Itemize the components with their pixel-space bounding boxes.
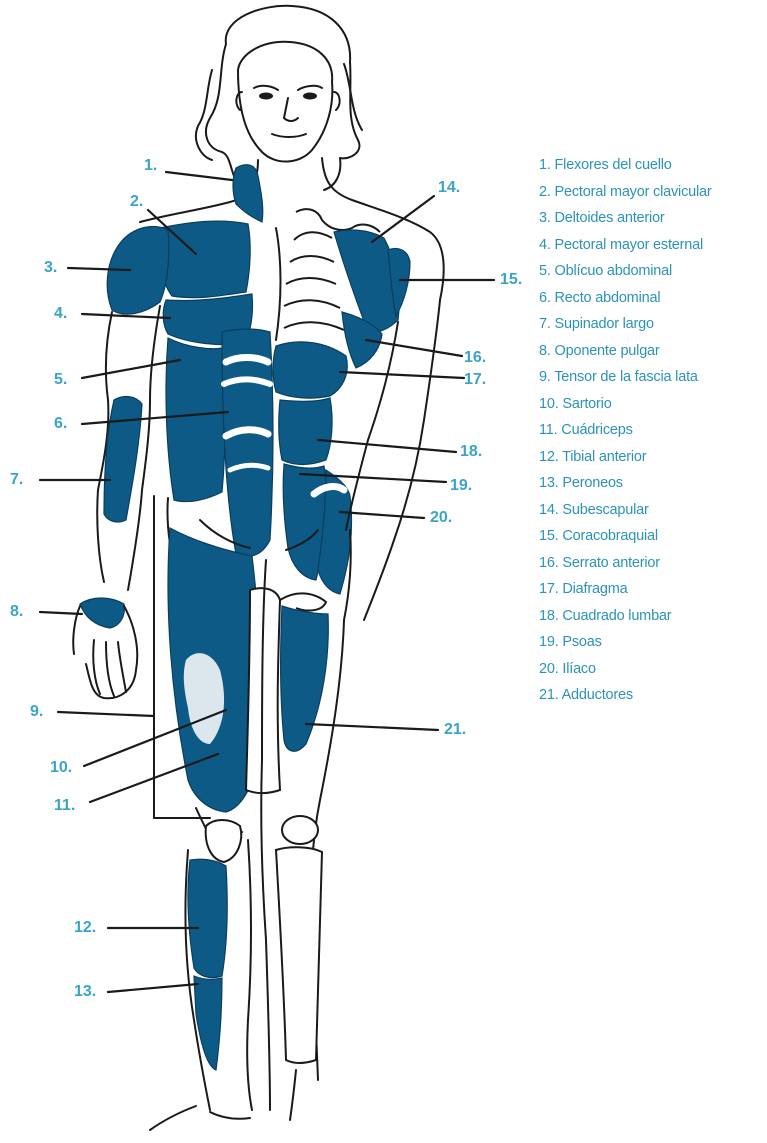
right-leg <box>246 560 344 1120</box>
callout-2: 2. <box>130 193 143 210</box>
legend-item-17: 17. Diafragma <box>539 576 765 603</box>
legend-item-13: 13. Peroneos <box>539 470 765 497</box>
callout-3: 3. <box>44 259 57 276</box>
legend-item-4: 4. Pectoral mayor esternal <box>539 232 765 259</box>
callout-5: 5. <box>54 371 67 388</box>
callout-18: 18. <box>460 443 482 460</box>
callout-1: 1. <box>144 157 157 174</box>
callout-10: 10. <box>50 759 72 776</box>
legend-item-14: 14. Subescapular <box>539 497 765 524</box>
left-arm <box>73 306 160 698</box>
legend-item-15: 15. Coracobraquial <box>539 523 765 550</box>
callout-7: 7. <box>10 471 23 488</box>
callout-12: 12. <box>74 919 96 936</box>
legend-item-2: 2. Pectoral mayor clavicular <box>539 179 765 206</box>
legend-item-12: 12. Tibial anterior <box>539 444 765 471</box>
muscle-legend: 1. Flexores del cuello 2. Pectoral mayor… <box>539 152 765 709</box>
callout-6: 6. <box>54 415 67 432</box>
legend-item-10: 10. Sartorio <box>539 391 765 418</box>
legend-item-8: 8. Oponente pulgar <box>539 338 765 365</box>
callout-11: 11. <box>54 797 75 814</box>
torso-muscles <box>107 209 410 594</box>
legend-item-1: 1. Flexores del cuello <box>539 152 765 179</box>
legend-item-9: 9. Tensor de la fascia lata <box>539 364 765 391</box>
callout-17: 17. <box>464 371 486 388</box>
legend-item-21: 21. Adductores <box>539 682 765 709</box>
legend-item-7: 7. Supinador largo <box>539 311 765 338</box>
callout-16: 16. <box>464 349 486 366</box>
callout-8: 8. <box>10 603 23 620</box>
callout-4: 4. <box>54 305 67 322</box>
callout-20: 20. <box>430 509 452 526</box>
legend-item-5: 5. Oblícuo abdominal <box>539 258 765 285</box>
neck-flexor-muscle <box>233 165 263 222</box>
legend-item-19: 19. Psoas <box>539 629 765 656</box>
callout-14: 14. <box>438 179 460 196</box>
legend-item-18: 18. Cuadrado lumbar <box>539 603 765 630</box>
legend-item-16: 16. Serrato anterior <box>539 550 765 577</box>
legend-item-20: 20. Ilíaco <box>539 656 765 683</box>
callout-19: 19. <box>450 477 472 494</box>
legend-item-3: 3. Deltoides anterior <box>539 205 765 232</box>
legend-item-6: 6. Recto abdominal <box>539 285 765 312</box>
callout-15: 15. <box>500 271 522 288</box>
callout-21: 21. <box>444 721 466 738</box>
callout-13: 13. <box>74 983 96 1000</box>
legend-item-11: 11. Cuádriceps <box>539 417 765 444</box>
callout-numbers: 1. 2. 3. 4. 5. 6. 7. 8. 9. 10. 11. 12. 1… <box>10 157 522 1000</box>
head <box>196 6 362 190</box>
left-leg <box>150 496 260 1130</box>
callout-9: 9. <box>30 703 43 720</box>
